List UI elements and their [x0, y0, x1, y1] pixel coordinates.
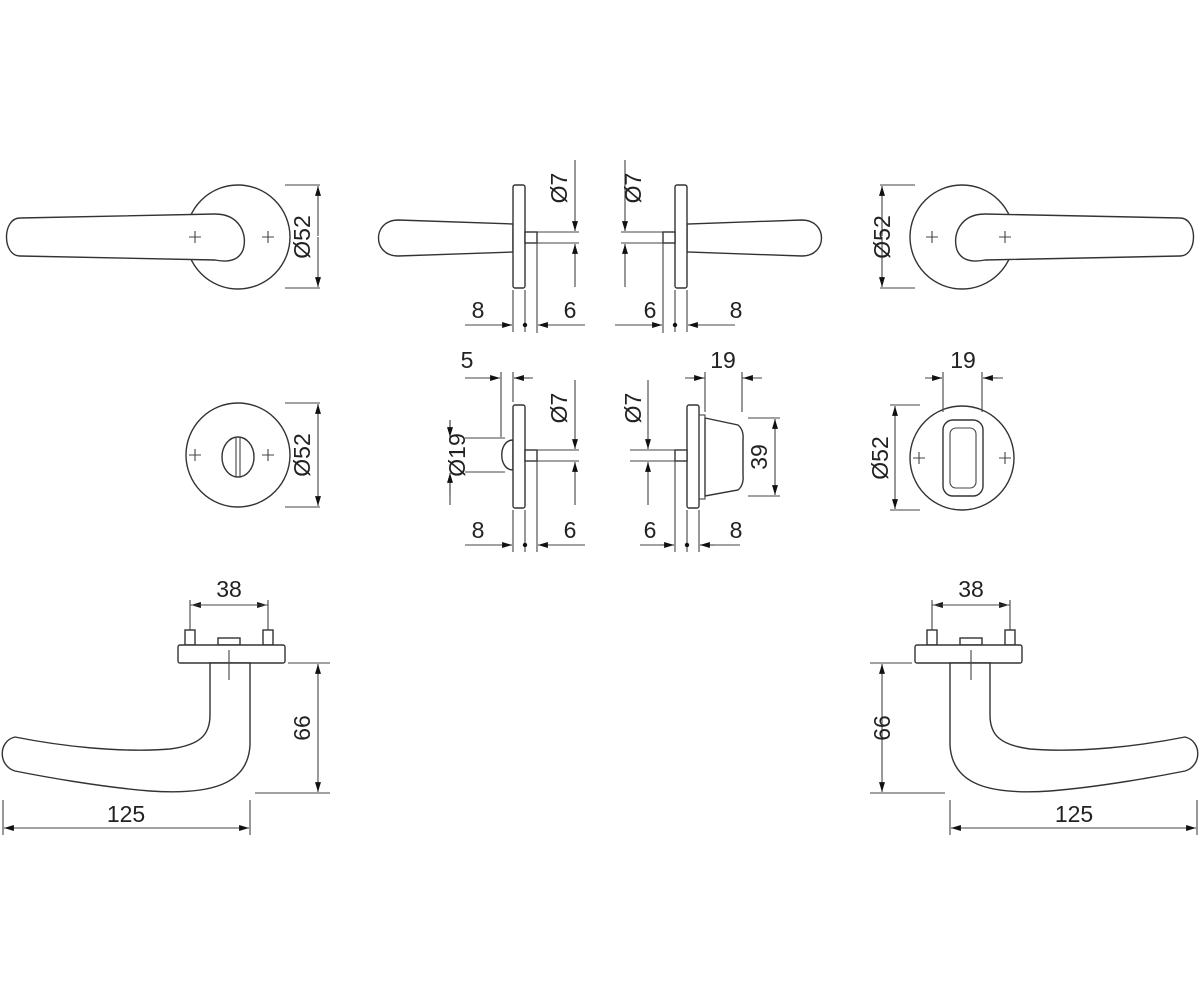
dim-top-left-rose-diameter: Ø52 [289, 215, 315, 258]
dim-cylinder-spindle-offset: 6 [644, 517, 657, 543]
dim-left-screw-spacing: 38 [216, 576, 242, 602]
dim-cylinder-width: 19 [710, 347, 736, 373]
dim-top-right-spindle-offset: 6 [644, 297, 657, 323]
dim-top-right-spindle-diameter: Ø7 [620, 173, 646, 204]
dim-escutcheon-diameter: Ø52 [867, 436, 893, 479]
bottom-left-lever-profile [2, 600, 330, 835]
dim-thumbturn-diameter: Ø19 [444, 433, 470, 476]
dim-top-right-rose-diameter: Ø52 [869, 215, 895, 258]
dim-left-lever-length: 125 [107, 801, 145, 827]
dim-top-left-spindle-diameter: Ø7 [546, 173, 572, 204]
dim-right-lever-height: 66 [869, 715, 895, 741]
dim-thumbturn-rose-diameter: Ø52 [289, 433, 315, 476]
dim-thumbturn-rose-thickness: 8 [472, 517, 485, 543]
dim-right-lever-length: 125 [1055, 801, 1093, 827]
dim-left-lever-height: 66 [289, 715, 315, 741]
dim-right-screw-spacing: 38 [958, 576, 984, 602]
dim-cylinder-spindle-diameter: Ø7 [620, 393, 646, 424]
dim-top-left-rose-thickness: 8 [472, 297, 485, 323]
dim-cylinder-height: 39 [746, 444, 772, 470]
thumbturn-rose-front [185, 402, 321, 508]
bottom-right-lever-profile [870, 600, 1198, 835]
top-right-lever-views [615, 160, 1194, 333]
dim-escutcheon-width: 19 [950, 347, 976, 373]
thumbturn-side-view [447, 372, 585, 552]
dim-thumbturn-spindle-offset: 6 [564, 517, 577, 543]
cylinder-side-view [630, 372, 780, 552]
dim-cylinder-rose-thickness: 8 [730, 517, 743, 543]
dim-top-left-spindle-offset: 6 [564, 297, 577, 323]
dim-thumbturn-depth: 5 [461, 347, 474, 373]
cylinder-escutcheon-front [890, 372, 1015, 511]
dim-top-right-rose-thickness: 8 [730, 297, 743, 323]
dim-thumbturn-spindle-diameter: Ø7 [546, 393, 572, 424]
